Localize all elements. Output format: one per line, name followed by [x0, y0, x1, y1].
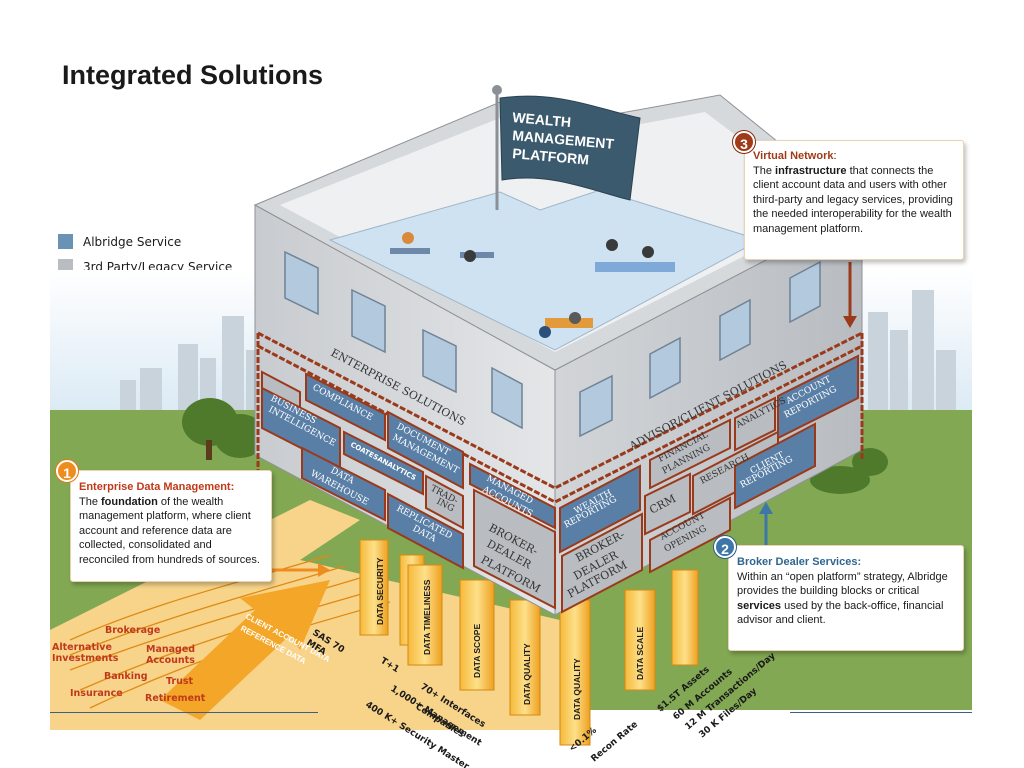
stat-recon-2: Recon Rate	[590, 720, 640, 765]
callout-enterprise-data-management: Enterprise Data Management: The foundati…	[70, 470, 272, 582]
pillar-data-quality-mid-label: DATA QUALITY	[522, 643, 532, 705]
legend-item-albridge: Albridge Service	[58, 229, 232, 254]
source-trust: Trust	[166, 676, 194, 687]
flag-line-1: WEALTH	[512, 109, 572, 130]
pillar-data-scope: DATA SCOPE	[472, 624, 482, 678]
source-retirement: Retirement	[145, 693, 206, 704]
callout-1-body: The foundation of the wealth management …	[79, 495, 260, 566]
callout-3-body: The infrastructure that connects the cli…	[753, 164, 953, 235]
bottom-rule-left	[50, 712, 318, 713]
source-managed-accounts-1: Managed	[146, 644, 195, 655]
pillar-data-scale: DATA SCALE	[635, 626, 645, 680]
pillars	[359, 539, 699, 746]
callout-broker-dealer-services: Broker Dealer Services: Within an “open …	[728, 545, 964, 651]
windows	[284, 250, 821, 438]
callout-connectors	[272, 262, 857, 577]
source-brokerage: Brokerage	[105, 625, 160, 636]
pillar-data-quality-right: DATA QUALITY	[572, 658, 582, 720]
flagpole-top	[492, 85, 502, 95]
bottom-rule-right	[790, 712, 972, 713]
callout-3-title: Virtual Network:	[753, 150, 837, 162]
flag-line-3: PLATFORM	[512, 145, 590, 168]
pillar-data-quality-mid	[509, 599, 541, 716]
data-arrow	[160, 580, 330, 720]
albridge-swatch	[58, 234, 73, 249]
network-band	[256, 331, 864, 504]
page-title: Integrated Solutions	[62, 60, 324, 90]
legend-label-albridge: Albridge Service	[83, 234, 182, 249]
pillar-data-timeliness: DATA TIMELINESS	[422, 579, 432, 655]
source-managed-accounts-2: Accounts	[146, 655, 195, 666]
trees	[182, 398, 888, 494]
source-alternative-investments-1: Alternative	[52, 642, 112, 653]
right-modules	[559, 354, 859, 614]
pillar-data-security: DATA SECURITY	[375, 557, 385, 625]
office-interior	[390, 232, 675, 338]
callout-2-title: Broker Dealer Services:	[737, 556, 862, 568]
callout-2-body: Within an “open platform” strategy, Albr…	[737, 570, 948, 627]
source-banking: Banking	[104, 671, 148, 682]
callout-2-number: 2	[714, 536, 736, 558]
left-modules	[261, 370, 556, 610]
callout-virtual-network: Virtual Network: The infrastructure that…	[744, 140, 964, 260]
source-insurance: Insurance	[70, 688, 123, 699]
callout-3-number: 3	[733, 131, 755, 153]
source-alternative-investments-2: Investments	[52, 653, 119, 664]
wealth-platform-flag	[499, 95, 641, 201]
callout-1-title: Enterprise Data Management:	[79, 481, 235, 493]
callout-1-number: 1	[56, 460, 78, 482]
